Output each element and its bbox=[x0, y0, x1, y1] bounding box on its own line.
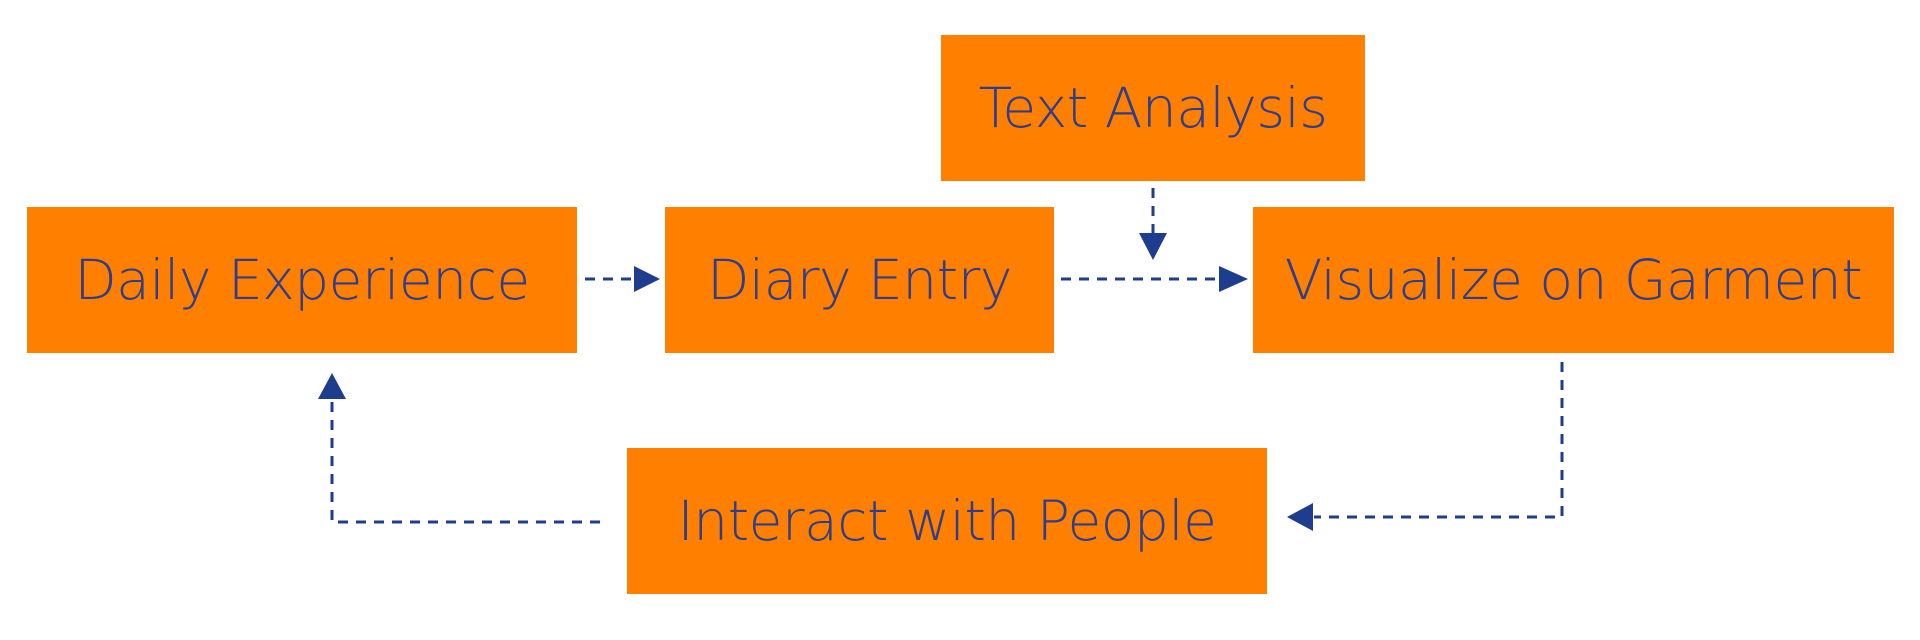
arrowhead-into-visualize bbox=[1219, 266, 1248, 292]
node-text-analysis: Text Analysis bbox=[941, 35, 1365, 181]
edge-visualize-to-interact bbox=[1314, 362, 1564, 519]
node-label-interact-with-people: Interact with People bbox=[677, 489, 1217, 553]
node-interact-with-people: Interact with People bbox=[627, 448, 1267, 594]
arrowhead-into-diary bbox=[634, 266, 660, 292]
arrowhead-down-from-text-analysis bbox=[1139, 233, 1167, 260]
node-daily-experience: Daily Experience bbox=[27, 207, 577, 353]
edge-interact-to-daily bbox=[330, 402, 600, 524]
node-diary-entry: Diary Entry bbox=[665, 207, 1054, 353]
node-visualize-on-garment: Visualize on Garment bbox=[1253, 207, 1894, 353]
node-label-text-analysis: Text Analysis bbox=[978, 76, 1328, 140]
node-label-diary-entry: Diary Entry bbox=[707, 248, 1012, 312]
arrowhead-into-daily bbox=[318, 373, 346, 399]
node-label-visualize-on-garment: Visualize on Garment bbox=[1284, 248, 1863, 312]
arrowhead-into-interact bbox=[1287, 503, 1313, 531]
node-label-daily-experience: Daily Experience bbox=[74, 248, 530, 312]
